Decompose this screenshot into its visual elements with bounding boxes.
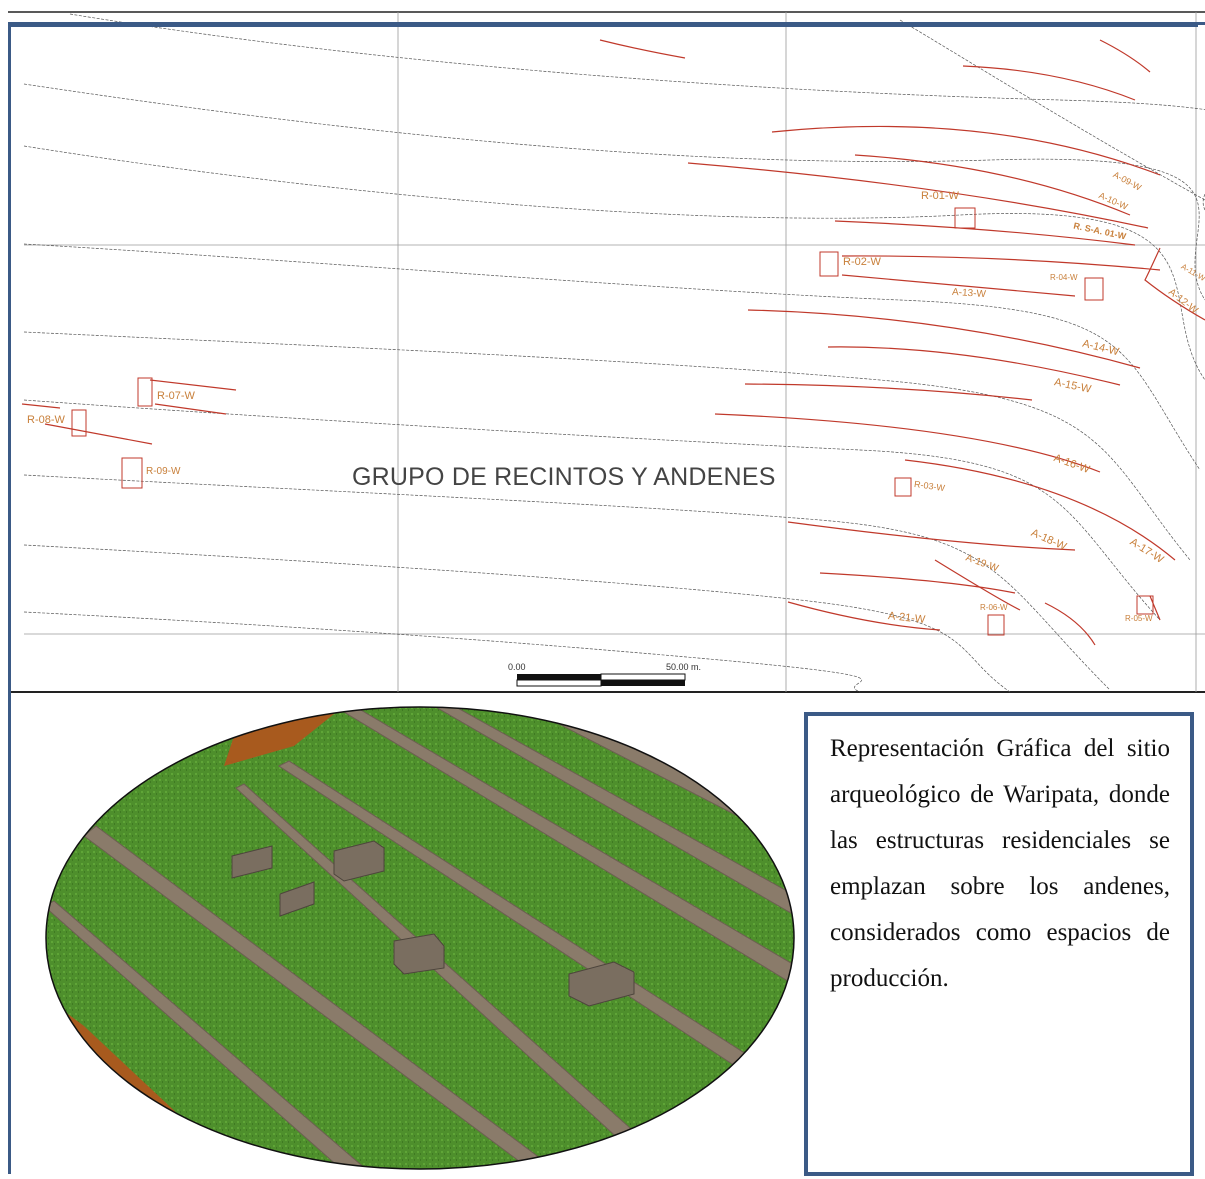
terrace-walls <box>21 39 1205 646</box>
page-frame <box>8 24 1198 1174</box>
plan-title: GRUPO DE RECINTOS Y ANDENES <box>352 463 776 491</box>
map-grid <box>24 12 1205 692</box>
label-enclosure: R-04-W <box>1050 273 1078 282</box>
site-plan <box>8 11 1205 693</box>
enclosure-outlines <box>71 207 1154 636</box>
frame-top-border <box>8 22 1205 25</box>
label-enclosure: R-06-W <box>980 603 1008 612</box>
caption-box: Representación Gráfica del sitio arqueol… <box>804 712 1194 1176</box>
caption-text: Representación Gráfica del sitio arqueol… <box>830 735 1170 992</box>
scale-start-label: 0.00 <box>508 662 526 672</box>
contour-lines <box>23 13 1205 693</box>
label-enclosure: R-02-W <box>843 256 881 268</box>
label-enclosure: R-08-W <box>27 414 65 426</box>
scale-end-label: 50.00 m. <box>666 662 702 672</box>
terrace-wall-bands <box>46 707 794 1169</box>
label-enclosure: R-09-W <box>146 466 181 477</box>
enclosure-blocks <box>231 840 635 1007</box>
scale-bar <box>516 673 686 687</box>
label-enclosure: R-01-W <box>921 190 959 202</box>
label-terrace: A-13-W <box>951 286 987 301</box>
label-enclosure: R-07-W <box>157 390 195 402</box>
label-enclosure: R-05-W <box>1125 614 1153 623</box>
site-3d-render <box>45 706 795 1170</box>
